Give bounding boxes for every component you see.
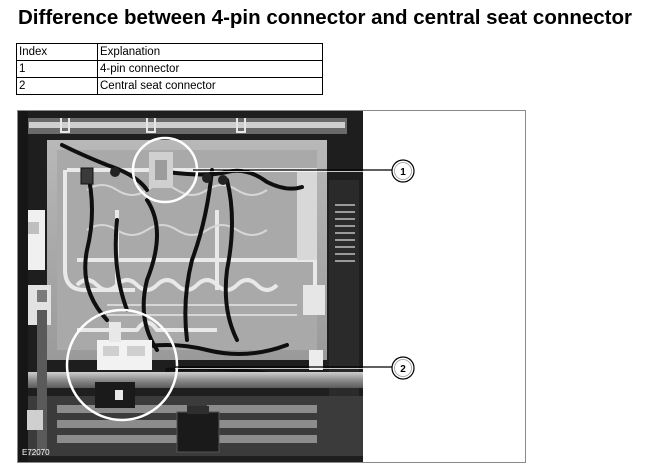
- image-code-label: E72070: [22, 448, 50, 457]
- photo-image: [18, 111, 363, 462]
- table-row: 1 4-pin connector: [16, 60, 323, 78]
- callout-1-label: 1: [400, 167, 406, 178]
- page-title: Difference between 4-pin connector and c…: [18, 6, 633, 29]
- callout-2: 2: [65, 308, 415, 422]
- table-header-row: Index Explanation: [16, 43, 323, 61]
- seat-underside-photo: 1 2 E72070: [18, 111, 415, 462]
- table-row: 2 Central seat connector: [16, 77, 323, 95]
- table-cell-index: 1: [16, 60, 98, 78]
- callout-1: 1: [131, 136, 415, 204]
- callout-2-label: 2: [400, 364, 406, 375]
- table-cell-explanation: Central seat connector: [97, 77, 323, 95]
- column-header-explanation: Explanation: [97, 43, 323, 61]
- table-cell-explanation: 4-pin connector: [97, 60, 323, 78]
- table-cell-index: 2: [16, 77, 98, 95]
- index-table: Index Explanation 1 4-pin connector 2 Ce…: [16, 43, 323, 95]
- column-header-index: Index: [16, 43, 98, 61]
